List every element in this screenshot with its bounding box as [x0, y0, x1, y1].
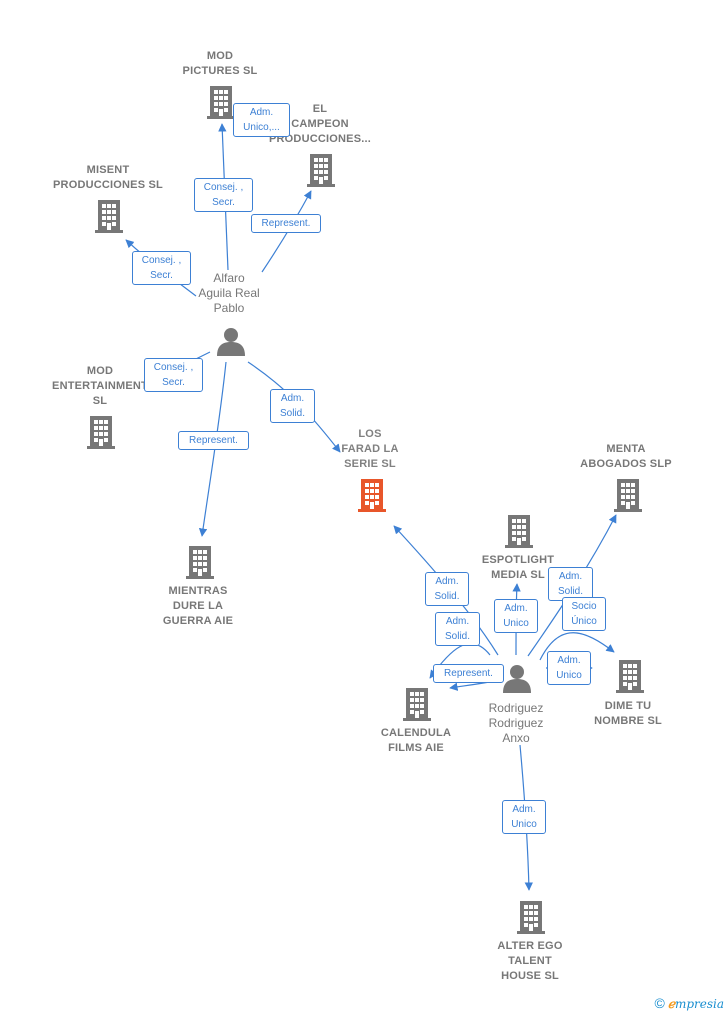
node-dime-tu[interactable]: DIME TU NOMBRE SL	[594, 700, 662, 727]
relation-label[interactable]: Adm. Solid.	[270, 389, 315, 423]
relation-label[interactable]: Consej. , Secr.	[194, 178, 253, 212]
menta-building-icon[interactable]	[614, 479, 642, 512]
alfaro-person-icon[interactable]	[217, 328, 245, 356]
relation-label[interactable]: Adm. Unico	[494, 599, 538, 633]
relation-label[interactable]: Adm. Solid.	[425, 572, 469, 606]
node-mod-pictures[interactable]: MOD PICTURES SL	[182, 50, 258, 77]
rodriguez-person-icon[interactable]	[503, 665, 531, 693]
node-el-campeon[interactable]: EL CAMPEON PRODUCCIONES...	[268, 103, 371, 145]
mientras-building-icon[interactable]	[186, 546, 214, 579]
relation-label[interactable]: Consej. , Secr.	[144, 358, 203, 392]
dime-tu-building-icon[interactable]	[616, 660, 644, 693]
relation-label[interactable]: Socio Único	[562, 597, 606, 631]
copyright-symbol: ©	[654, 995, 665, 1011]
espotlight-building-icon[interactable]	[505, 515, 533, 548]
relation-label[interactable]: Adm. Solid.	[548, 567, 593, 601]
node-mod-entertainment[interactable]: MOD ENTERTAINMENT SL	[52, 365, 148, 407]
relation-label[interactable]: Adm. Solid.	[435, 612, 480, 646]
el-campeon-building-icon[interactable]	[307, 154, 335, 187]
los-farad-building-icon[interactable]	[358, 479, 386, 512]
node-alter-ego[interactable]: ALTER EGO TALENT HOUSE SL	[497, 940, 563, 982]
misent-building-icon[interactable]	[95, 200, 123, 233]
node-mientras[interactable]: MIENTRAS DURE LA GUERRA AIE	[162, 585, 234, 627]
relation-label[interactable]: Adm. Unico	[502, 800, 546, 834]
node-menta[interactable]: MENTA ABOGADOS SLP	[580, 443, 672, 470]
relation-label[interactable]: Adm. Unico,...	[233, 103, 290, 137]
node-rodriguez[interactable]: Rodriguez Rodriguez Anxo	[488, 701, 544, 745]
brand-logo-text: mpresia	[674, 997, 724, 1011]
node-alfaro[interactable]: Alfaro Aguila Real Pablo	[198, 271, 260, 315]
brand-watermark: ©ℯmpresia	[655, 995, 725, 1011]
relation-label[interactable]: Represent.	[433, 664, 504, 683]
node-calendula[interactable]: CALENDULA FILMS AIE	[380, 727, 452, 754]
alter-ego-building-icon[interactable]	[517, 901, 545, 934]
edge-rodriguez-dime-tu	[539, 632, 615, 661]
mod-pictures-building-icon[interactable]	[207, 86, 235, 119]
relation-label[interactable]: Consej. , Secr.	[132, 251, 191, 285]
relation-label[interactable]: Adm. Unico	[547, 651, 591, 685]
brand-logo-initial: ℯ	[667, 997, 675, 1011]
relation-label[interactable]: Represent.	[178, 431, 249, 450]
calendula-building-icon[interactable]	[403, 688, 431, 721]
relation-label[interactable]: Represent.	[251, 214, 321, 233]
node-espotlight[interactable]: ESPOTLIGHT MEDIA SL	[481, 554, 555, 581]
node-los-farad[interactable]: LOS FARAD LA SERIE SL	[341, 428, 399, 470]
node-misent[interactable]: MISENT PRODUCCIONES SL	[53, 164, 163, 191]
mod-entertainment-building-icon[interactable]	[87, 416, 115, 449]
